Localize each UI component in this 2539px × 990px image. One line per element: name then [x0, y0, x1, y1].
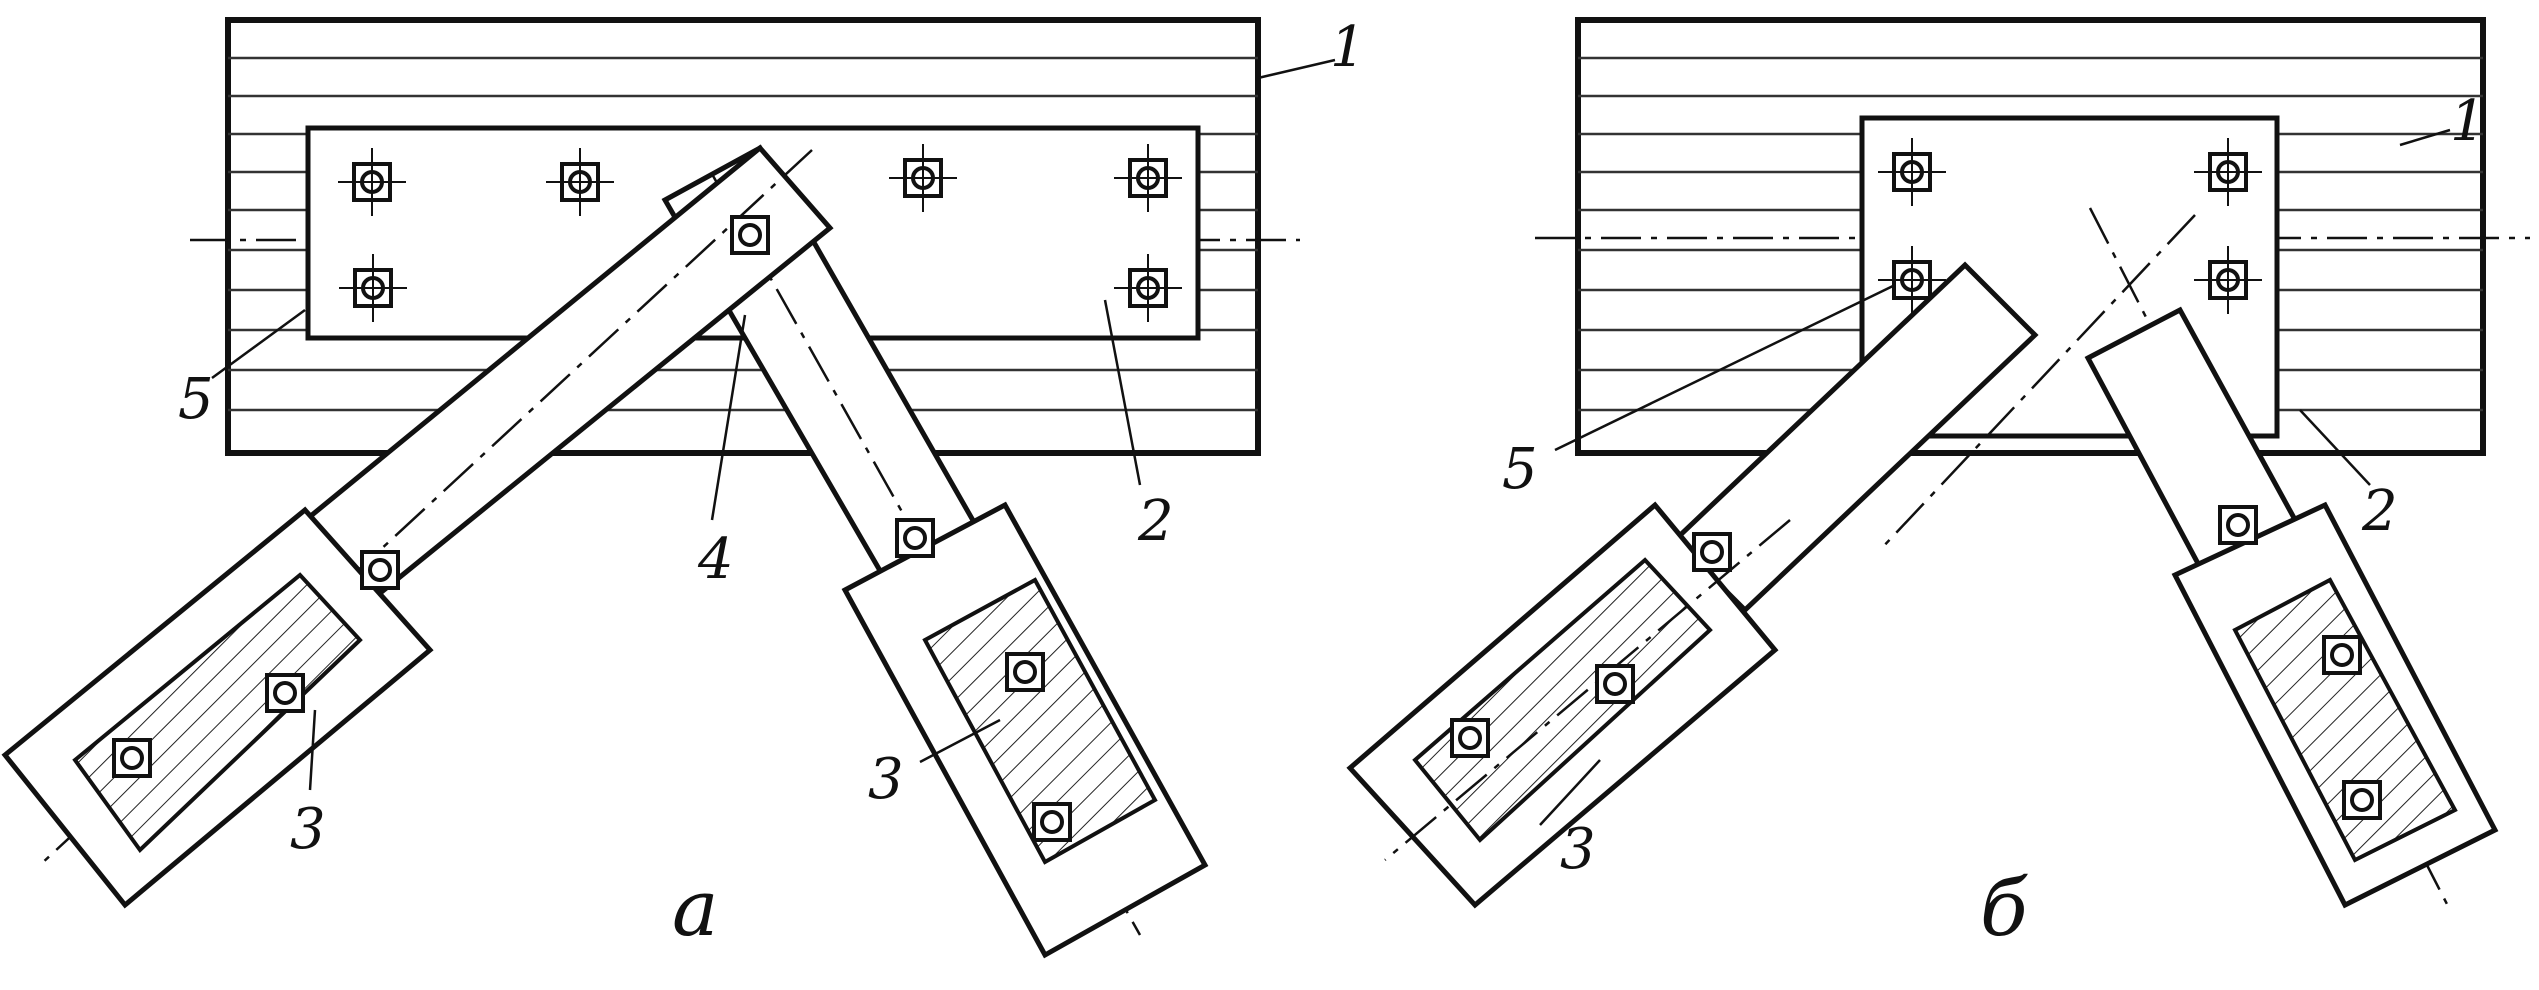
label-plate-a: 2 — [1137, 489, 1174, 554]
plate-bolts-a — [338, 144, 1182, 322]
strut-right-a — [661, 144, 1209, 959]
plate-bolts-b — [1878, 138, 2262, 314]
figure-b: 1 2 5 3 б — [1346, 17, 2530, 954]
label-beam-b: 1 — [2450, 89, 2486, 154]
label-arm-a: 3 — [290, 797, 326, 862]
caption-b: б — [1980, 864, 2028, 954]
label-arm-right-a: 3 — [868, 747, 904, 812]
strut-right-b — [2084, 306, 2499, 909]
caption-a: а — [672, 864, 719, 954]
label-pivot-a: 4 — [697, 527, 734, 592]
strut-left-b — [1346, 261, 2039, 909]
strut-left-a — [1, 144, 834, 909]
pivot-bolt-a — [730, 215, 770, 255]
label-bolt-a: 5 — [178, 367, 214, 432]
label-bolt-b: 5 — [1502, 437, 1538, 502]
label-arm-b: 3 — [1560, 817, 1596, 882]
label-beam-a: 1 — [1330, 15, 1366, 80]
figure-a: 1 2 4 5 3 3 а — [1, 15, 1366, 959]
label-plate-b: 2 — [2361, 479, 2398, 544]
